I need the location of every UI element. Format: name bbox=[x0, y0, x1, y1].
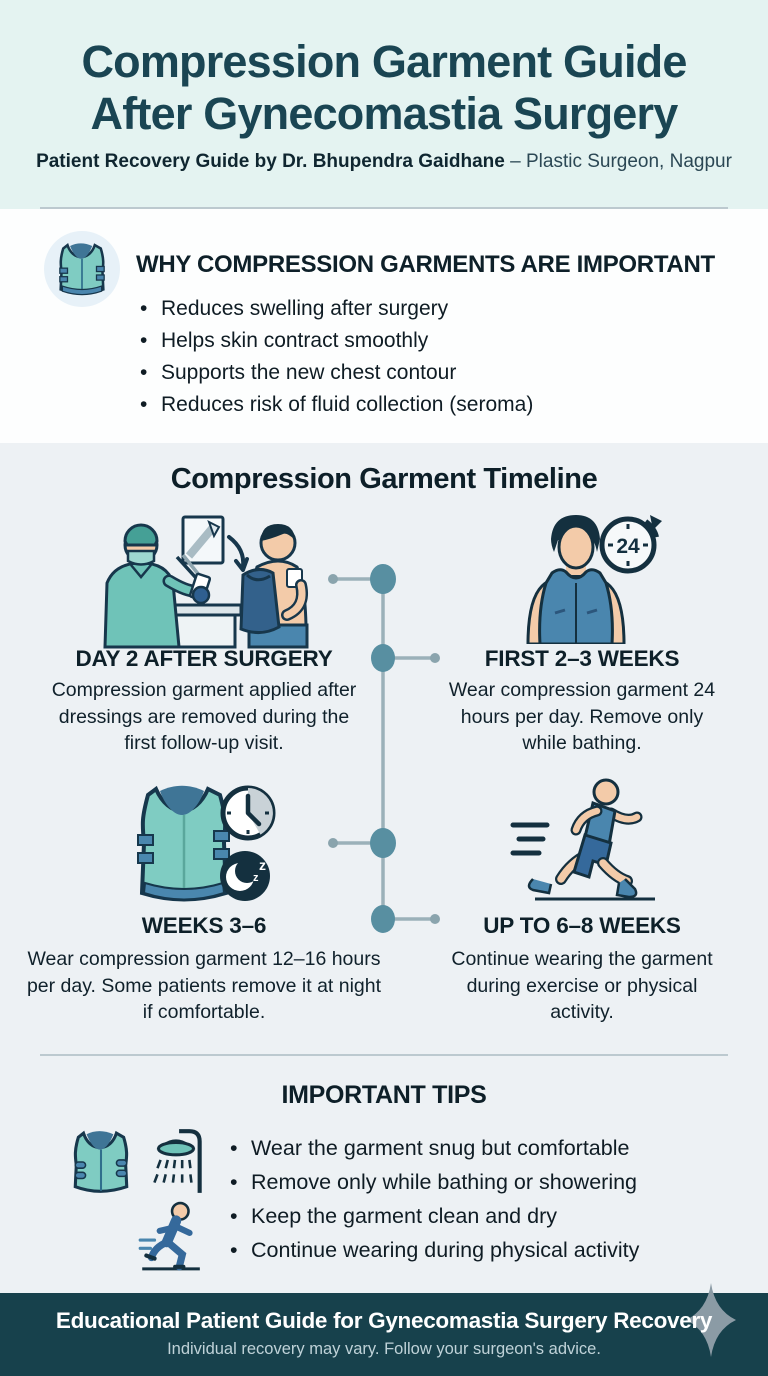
why-bullet: Reduces risk of fluid collection (seroma… bbox=[138, 389, 533, 421]
tips-bullet-list: Wear the garment snug but comfortable Re… bbox=[228, 1131, 639, 1267]
divider bbox=[40, 207, 728, 209]
tip-bullet: Continue wearing during physical activit… bbox=[228, 1233, 639, 1267]
compression-vest-icon bbox=[72, 1127, 130, 1197]
sleep-z-glyph: z bbox=[259, 857, 266, 873]
runner-illustration bbox=[420, 775, 744, 911]
why-bullet: Reduces swelling after surgery bbox=[138, 293, 533, 325]
why-heading: WHY COMPRESSION GARMENTS ARE IMPORTANT bbox=[136, 251, 715, 278]
timeline-item-heading: DAY 2 AFTER SURGERY bbox=[75, 646, 333, 671]
timeline-section: Compression Garment Timeline bbox=[0, 443, 768, 1293]
header: Compression Garment Guide After Gynecoma… bbox=[0, 0, 768, 209]
footer-subtitle: Individual recovery may vary. Follow you… bbox=[167, 1340, 601, 1358]
vest-clock-sleep-illustration: z z bbox=[20, 775, 388, 911]
why-bullet: Supports the new chest contour bbox=[138, 357, 533, 389]
timeline-item-description: Compression garment applied after dressi… bbox=[51, 679, 357, 755]
timeline-item-description: Wear compression garment 24 hours per da… bbox=[448, 679, 716, 755]
timeline-title: Compression Garment Timeline bbox=[170, 463, 598, 495]
tip-bullet: Keep the garment clean and dry bbox=[228, 1199, 639, 1233]
surgeon-applying-garment-illustration bbox=[20, 509, 388, 651]
timeline-item-description: Wear compression garment 12–16 hours per… bbox=[26, 948, 382, 1024]
footer: Educational Patient Guide for Gynecomast… bbox=[0, 1283, 768, 1376]
tips-heading: IMPORTANT TIPS bbox=[281, 1081, 487, 1109]
why-bullet-list: Reduces swelling after surgery Helps ski… bbox=[138, 293, 533, 421]
sleep-z-glyph: z bbox=[253, 872, 259, 884]
why-section: WHY COMPRESSION GARMENTS ARE IMPORTANT R… bbox=[0, 209, 768, 443]
tip-bullet: Remove only while bathing or showering bbox=[228, 1165, 639, 1199]
timeline-connector bbox=[328, 564, 440, 933]
timeline-item-heading: UP TO 6–8 WEEKS bbox=[483, 913, 681, 938]
timeline-item-heading: WEEKS 3–6 bbox=[141, 913, 267, 938]
subtitle-author: Patient Recovery Guide by Dr. Bhupendra … bbox=[36, 151, 505, 173]
page-title: Compression Garment Guide After Gynecoma… bbox=[20, 36, 748, 140]
page-title-line1: Compression Garment Guide bbox=[81, 36, 687, 87]
man-wearing-garment-24h-illustration: 24 bbox=[420, 509, 744, 651]
clock-24-label: 24 bbox=[616, 535, 640, 558]
compression-vest-icon bbox=[58, 240, 106, 298]
running-icon bbox=[138, 1201, 202, 1273]
divider bbox=[40, 1054, 728, 1056]
tip-bullet: Wear the garment snug but comfortable bbox=[228, 1131, 639, 1165]
subtitle-credentials: – Plastic Surgeon, Nagpur bbox=[504, 151, 732, 173]
timeline-item-heading: FIRST 2–3 WEEKS bbox=[484, 646, 680, 671]
sparkle-icon bbox=[680, 1283, 742, 1357]
footer-title: Educational Patient Guide for Gynecomast… bbox=[55, 1308, 713, 1333]
timeline-item-description: Continue wearing the garment during exer… bbox=[451, 948, 713, 1024]
why-icon-circle bbox=[44, 231, 120, 307]
why-bullet: Helps skin contract smoothly bbox=[138, 325, 533, 357]
page-subtitle: Patient Recovery Guide by Dr. Bhupendra … bbox=[0, 151, 768, 173]
page-title-line2: After Gynecomastia Surgery bbox=[90, 88, 679, 140]
shower-icon bbox=[148, 1125, 204, 1197]
